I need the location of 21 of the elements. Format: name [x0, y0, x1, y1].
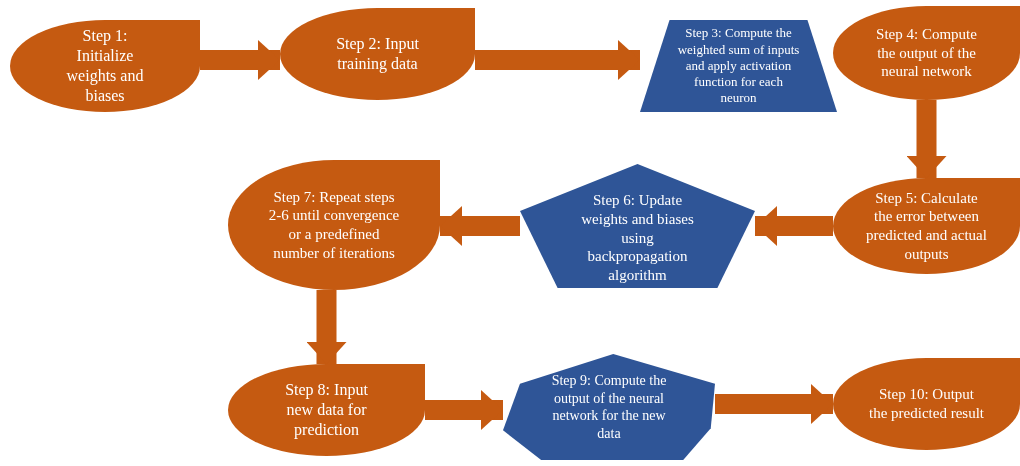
step-text: Step 9: Compute the output of the neural network for the new data [550, 372, 668, 442]
block-arrow [715, 384, 833, 424]
step-text: Step 1: Initialize weights and biases [65, 26, 145, 106]
block-arrow [475, 40, 640, 80]
block-arrow [440, 206, 520, 246]
block-arrow [906, 100, 947, 178]
pentagon-shape [520, 164, 755, 288]
step-text: Step 5: Calculate the error between predicted and actual outputs [865, 188, 988, 264]
block-arrow [200, 40, 280, 80]
trapezoid-shape [640, 20, 837, 112]
step-text: Step 3: Compute the weighted sum of inputs and apply activation function for each neuron [676, 25, 801, 107]
step-text: Step 8: Input new data for prediction [284, 380, 369, 440]
step-text: Step 2: Input training data [335, 34, 420, 74]
block-arrow [425, 390, 503, 430]
step-text: Step 7: Repeat steps 2-6 until convergence or a predefined number of iterations [268, 187, 400, 263]
step-text: Step 10: Output the predicted result [869, 385, 984, 423]
block-arrow [306, 290, 347, 364]
step-text: Step 4: Compute the output of the neural network [875, 24, 978, 82]
heptagon-shape [503, 354, 715, 460]
block-arrow [755, 206, 833, 246]
step-text: Step 6: Update weights and biases using backpropagation algorithm [580, 191, 695, 285]
